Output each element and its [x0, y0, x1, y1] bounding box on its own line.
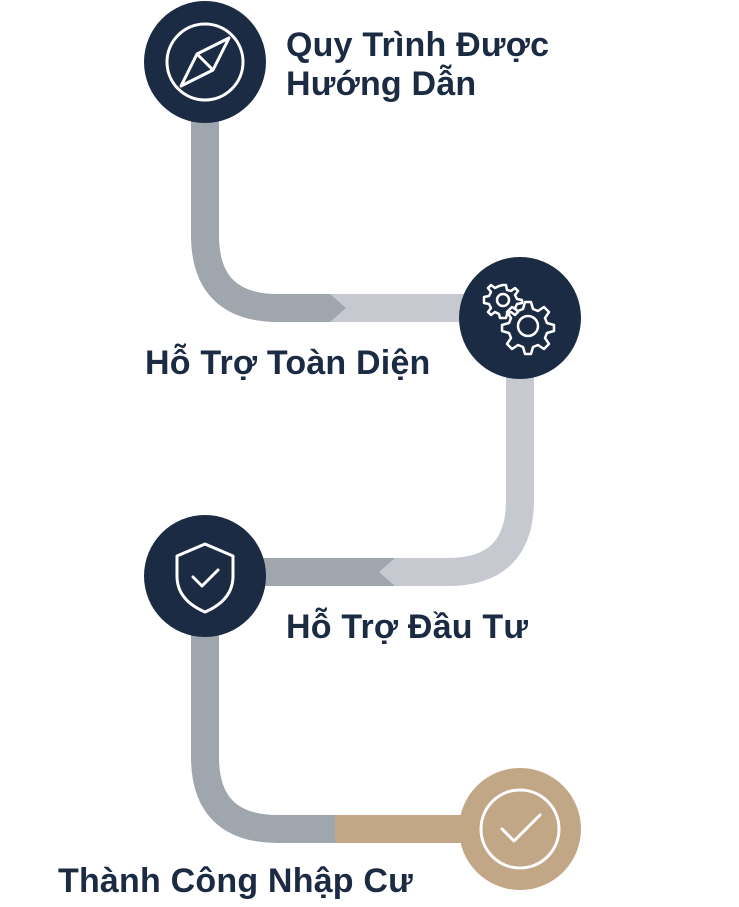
connector-path — [191, 112, 534, 843]
compass-icon — [165, 22, 245, 102]
step-1-label-line-1: Quy Trình Được — [286, 26, 550, 64]
connector-segment-3-dark — [191, 630, 335, 843]
gears-icon — [482, 283, 556, 356]
step-3-label: Hỗ Trợ Đầu Tư — [286, 608, 529, 646]
step-1-label: Quy Trình Được Hướng Dẫn — [286, 26, 616, 104]
step-1-node — [144, 1, 266, 123]
connector-segment-2-light — [395, 372, 534, 586]
step-1-label-line-2: Hướng Dẫn — [286, 65, 477, 104]
step-3-node — [144, 515, 266, 637]
shield-check-icon — [175, 542, 235, 614]
connector-arrow-1 — [330, 294, 346, 322]
connector-segment-1-dark — [191, 112, 330, 322]
connector-arrow-2 — [379, 558, 395, 586]
step-4-label: Thành Công Nhập Cư — [58, 862, 413, 900]
step-2-label: Hỗ Trợ Toàn Diện — [145, 344, 431, 382]
step-4-node — [459, 768, 581, 890]
step-2-node — [459, 257, 581, 379]
check-circle-icon — [479, 788, 561, 870]
